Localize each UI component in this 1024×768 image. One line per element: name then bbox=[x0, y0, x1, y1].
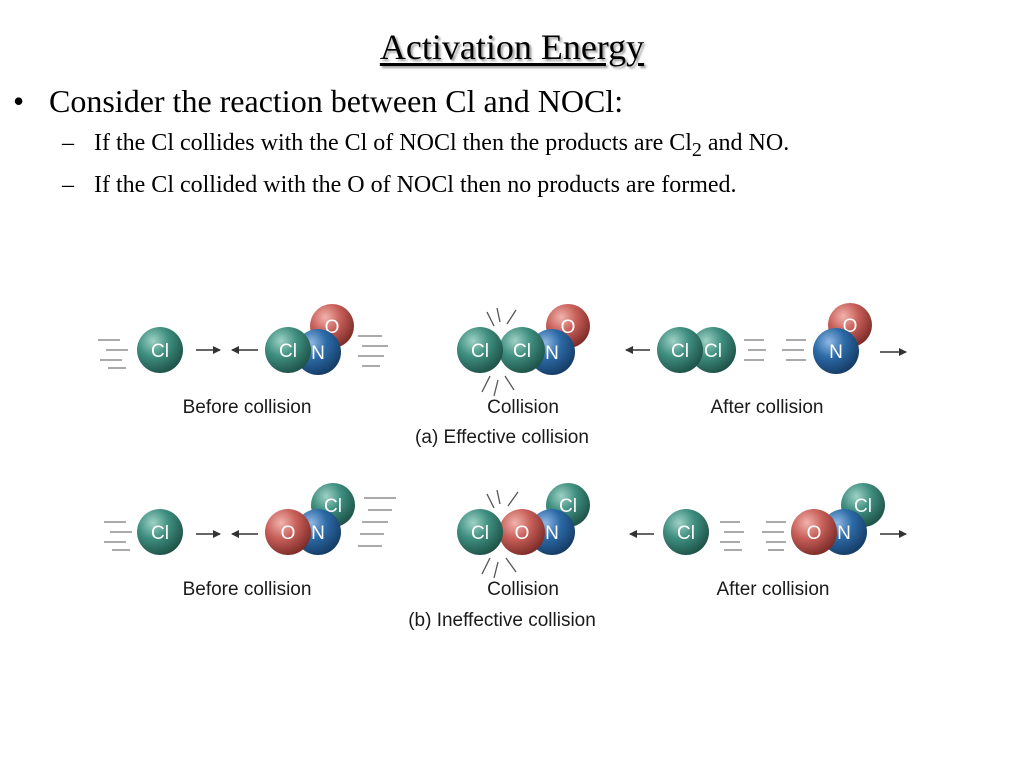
svg-text:N: N bbox=[837, 523, 851, 544]
cl2-subscript: 2 bbox=[691, 138, 702, 161]
svg-text:Cl: Cl bbox=[677, 523, 695, 544]
motion-lines bbox=[98, 339, 128, 369]
svg-text:N: N bbox=[545, 343, 559, 364]
label-before-collision: Before collision bbox=[183, 397, 312, 418]
slide-title: Activation Energy bbox=[379, 27, 645, 67]
sub-bullet-ineffective-text: If the Cl collided with the O of NOCl th… bbox=[94, 172, 737, 198]
impact-lines bbox=[481, 489, 519, 579]
label-collision: Collision bbox=[487, 397, 559, 418]
sub-bullet-effective-end: and NO. bbox=[701, 130, 790, 156]
sub-bullet-effective: –If the Cl collides with the Cl of NOCl … bbox=[62, 130, 789, 162]
svg-text:Cl: Cl bbox=[279, 341, 297, 362]
sub-bullet-ineffective: –If the Cl collided with the O of NOCl t… bbox=[62, 172, 737, 199]
motion-lines bbox=[358, 335, 388, 367]
label-before-collision: Before collision bbox=[183, 579, 312, 600]
label-after-collision: After collision bbox=[711, 397, 824, 418]
atom-cl: Cl bbox=[137, 509, 183, 555]
svg-text:N: N bbox=[311, 523, 325, 544]
svg-text:N: N bbox=[829, 342, 843, 363]
molecule-nocl: O N Cl bbox=[265, 304, 354, 375]
molecule-no: O N bbox=[813, 303, 872, 374]
svg-text:Cl: Cl bbox=[151, 341, 169, 362]
molecule-nocl: Cl N O bbox=[265, 483, 355, 555]
sub-bullet-dash: – bbox=[62, 172, 74, 198]
svg-text:Cl: Cl bbox=[854, 496, 872, 517]
molecule-collision: O N Cl Cl bbox=[457, 304, 590, 375]
molecule-nocl: Cl N O bbox=[791, 483, 885, 555]
caption-ineffective-collision: (b) Ineffective collision bbox=[408, 610, 596, 631]
svg-text:O: O bbox=[515, 523, 530, 544]
atom-cl: Cl bbox=[137, 327, 183, 373]
molecule-collision: Cl N O Cl bbox=[457, 483, 590, 555]
caption-effective-collision: (a) Effective collision bbox=[415, 427, 589, 448]
motion-lines bbox=[104, 521, 132, 551]
svg-text:Cl: Cl bbox=[151, 523, 169, 544]
molecule-cl2: Cl Cl bbox=[657, 327, 736, 373]
svg-text:N: N bbox=[545, 523, 559, 544]
main-bullet-text: Consider the reaction between Cl and NOC… bbox=[49, 83, 624, 119]
atom-cl: Cl bbox=[663, 509, 709, 555]
svg-text:Cl: Cl bbox=[704, 341, 722, 362]
svg-text:Cl: Cl bbox=[471, 523, 489, 544]
svg-text:Cl: Cl bbox=[471, 341, 489, 362]
sub-bullet-effective-text: If the Cl collides with the Cl of NOCl t… bbox=[94, 130, 692, 156]
svg-text:O: O bbox=[807, 523, 822, 544]
bullet-dot: • bbox=[13, 83, 25, 119]
main-bullet: • Consider the reaction between Cl and NO… bbox=[13, 83, 623, 120]
motion-lines bbox=[744, 339, 806, 361]
label-collision: Collision bbox=[487, 579, 559, 600]
sub-bullet-dash: – bbox=[62, 130, 74, 156]
motion-lines bbox=[358, 497, 396, 547]
svg-text:Cl: Cl bbox=[559, 496, 577, 517]
impact-lines bbox=[481, 307, 517, 397]
label-after-collision: After collision bbox=[717, 579, 830, 600]
svg-text:Cl: Cl bbox=[671, 341, 689, 362]
motion-lines bbox=[720, 521, 786, 551]
svg-text:Cl: Cl bbox=[513, 341, 531, 362]
svg-text:O: O bbox=[281, 523, 296, 544]
row-a-effective: Cl O N Cl Before collision O N bbox=[98, 303, 907, 448]
row-b-ineffective: Cl Cl N O Before collision Cl N bbox=[104, 483, 907, 631]
svg-text:N: N bbox=[311, 343, 325, 364]
